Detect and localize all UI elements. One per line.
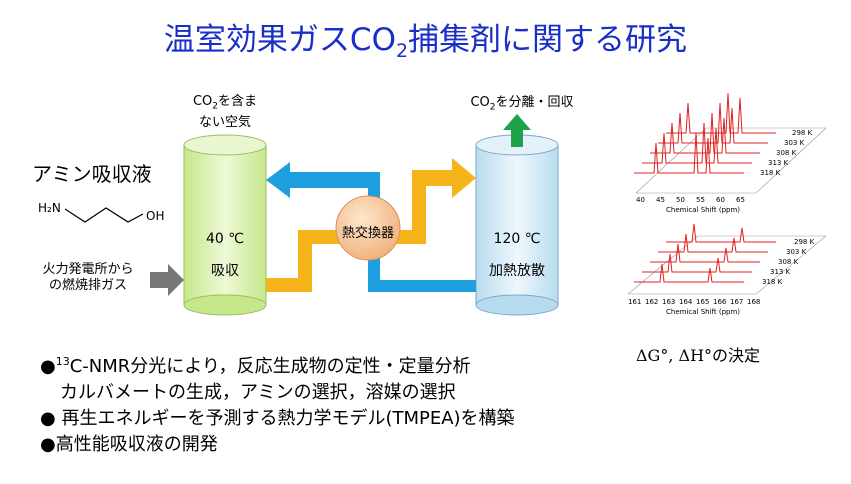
bullet-item: ●13C-NMR分光により，反応生成物の定性・定量分析: [40, 355, 471, 377]
bullet-item: ●高性能吸収液の開発: [40, 434, 218, 455]
molecule-left: H₂N: [38, 201, 61, 215]
nmr-bottom-tick: 164: [679, 298, 693, 306]
amine-molecule: H₂N OH: [38, 201, 164, 223]
left-tank-temp: 40 ℃: [206, 231, 244, 247]
nmr-top-tick: 55: [696, 196, 705, 204]
bullet-item: ● 再生エネルギーを予測する熱力学モデル(TMPEA)を構築: [40, 408, 515, 429]
left-tank-top-label: CO2を含ま ない空気: [192, 94, 258, 130]
nmr-top-tick: 45: [656, 196, 665, 204]
nmr-bottom-xlabel: Chemical Shift (ppm): [666, 308, 740, 316]
right-tank-top-label: CO2を分離・回収: [470, 95, 574, 113]
bullet-list: ●13C-NMR分光により，反応生成物の定性・定量分析 カルバメートの生成，アミ…: [40, 349, 515, 458]
bullet-item: カルバメートの生成，アミンの選択，溶媒の選択: [60, 382, 456, 403]
nmr-top-temp: 308 K: [776, 149, 797, 157]
nmr-top-temp: 318 K: [760, 169, 781, 177]
right-tank-temp: 120 ℃: [493, 231, 541, 247]
amine-label: アミン吸収液: [32, 162, 152, 186]
process-diagram: [150, 114, 559, 316]
molecule-right: OH: [146, 209, 164, 223]
absorber-tank: [183, 134, 267, 316]
nmr-top-tick: 50: [676, 196, 685, 204]
co2-out-arrow: [503, 114, 531, 147]
flue-gas-arrow: [150, 264, 184, 296]
right-tank-action: 加熱放散: [489, 263, 545, 279]
nmr-bottom-temp: 318 K: [762, 278, 783, 286]
nmr-bottom-tick: 165: [696, 298, 709, 306]
nmr-spectrum-top: 298 K 303 K 308 K 313 K 318 K 40 45 50 5…: [634, 92, 827, 214]
nmr-bottom-tick: 161: [628, 298, 641, 306]
nmr-spectrum-bottom: 298 K 303 K 308 K 313 K 318 K 161 162 16…: [627, 223, 827, 316]
nmr-bottom-temp: 313 K: [770, 268, 791, 276]
stripper-tank: [475, 134, 559, 316]
nmr-caption: ΔG°, ΔH°の決定: [636, 346, 761, 365]
nmr-bottom-tick: 167: [730, 298, 743, 306]
flue-gas-label: 火力発電所からの燃焼排ガス: [42, 262, 134, 293]
page-title: 温室効果ガスCO2捕集剤に関する研究: [163, 22, 688, 63]
nmr-top-temp: 298 K: [792, 129, 813, 137]
nmr-top-tick: 60: [716, 196, 725, 204]
nmr-top-tick: 40: [636, 196, 645, 204]
heat-exchanger-label: 熱交換器: [341, 226, 394, 241]
heat-exchanger: [335, 195, 401, 261]
rich-solvent-arrow: [266, 158, 476, 292]
nmr-bottom-tick: 166: [713, 298, 727, 306]
nmr-bottom-tick: 163: [662, 298, 675, 306]
nmr-bottom-tick: 168: [747, 298, 760, 306]
nmr-top-tick: 65: [736, 196, 745, 204]
nmr-bottom-temp: 303 K: [786, 248, 807, 256]
nmr-top-temp: 303 K: [784, 139, 805, 147]
nmr-bottom-tick: 162: [645, 298, 658, 306]
nmr-top-temp: 313 K: [768, 159, 789, 167]
nmr-bottom-temp: 308 K: [778, 258, 799, 266]
left-tank-action: 吸収: [211, 263, 239, 279]
nmr-bottom-temp: 298 K: [794, 238, 815, 246]
nmr-top-xlabel: Chemical Shift (ppm): [666, 206, 740, 214]
